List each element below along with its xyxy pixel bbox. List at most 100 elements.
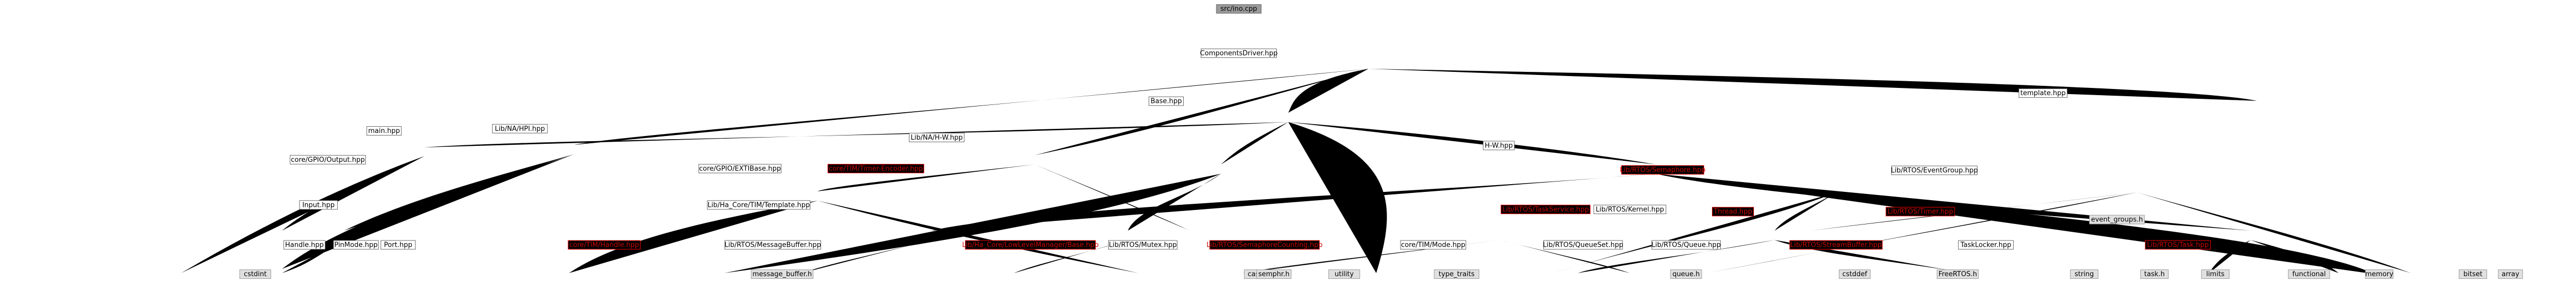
graph-node-taskh[interactable]: task.h: [2140, 269, 2169, 279]
node-box: [1328, 269, 1360, 279]
graph-node-utility[interactable]: utility: [1328, 269, 1360, 279]
graph-node-libtimerhpp[interactable]: Lib/RTOS/Timer.hpp: [1885, 207, 1955, 217]
edge: [282, 156, 424, 231]
node-label: Lib/RTOS/Kernel.hpp: [1596, 206, 1664, 214]
graph-node-msgbufferh[interactable]: message_buffer.h: [751, 269, 814, 279]
node-box: [2145, 240, 2211, 250]
graph-node-eventgroupsh[interactable]: event_groups.h: [2089, 215, 2145, 224]
graph-node-basehpp[interactable]: Base.hpp: [1149, 96, 1184, 106]
node-label: core/TIM/Mode.hpp: [1401, 242, 1465, 249]
edge: [424, 122, 1288, 147]
node-box: [1400, 240, 1466, 250]
graph-node-porthpp[interactable]: Port.hpp: [380, 240, 416, 250]
graph-node-freertosh[interactable]: FreeRTOS.h: [1937, 269, 1979, 279]
node-label: string: [2075, 270, 2094, 278]
graph-node-tasklocker[interactable]: TaskLocker.hpp: [1958, 240, 2014, 250]
graph-node-libkernel[interactable]: Lib/RTOS/Kernel.hpp: [1594, 204, 1666, 214]
node-label: Lib/NA/HPI.hpp: [495, 125, 545, 133]
graph-node-coretimer[interactable]: core/TIM/Timer-Encoder.hpp: [827, 164, 925, 173]
node-label: utility: [1335, 270, 1354, 278]
graph-node-array[interactable]: array: [2498, 269, 2523, 279]
edge: [1578, 240, 1775, 273]
graph-node-libeventgroup[interactable]: Lib/RTOS/EventGroup.hpp: [1891, 165, 1978, 175]
graph-node-hwhpp[interactable]: H-W.hpp: [1483, 141, 1515, 150]
graph-node-typetraits[interactable]: type_traits: [1434, 269, 1480, 279]
node-box: [2018, 88, 2067, 98]
node-box: [492, 124, 548, 133]
graph-node-queueh[interactable]: queue.h: [1670, 269, 1702, 279]
node-label: core/GPIO/Output.hpp: [291, 156, 365, 164]
node-label: task.h: [2144, 270, 2165, 278]
node-label: event_groups.h: [2091, 216, 2143, 224]
edge: [1128, 174, 1221, 231]
node-box: [2089, 215, 2145, 224]
node-box: [1885, 207, 1955, 217]
node-box: [1651, 240, 1721, 250]
node-label: template.hpp: [2020, 89, 2066, 97]
graph-node-cstdint[interactable]: cstdint: [239, 269, 271, 279]
node-box: [366, 126, 402, 136]
graph-node-cdriver[interactable]: ComponentsDriver.hpp: [1200, 48, 1277, 58]
graph-node-bitset[interactable]: bitset: [2459, 269, 2488, 279]
node-box: [827, 164, 925, 173]
edge: [1707, 192, 2137, 273]
edge: [1288, 122, 1656, 164]
node-box: [1891, 165, 1978, 175]
graph-node-inputhpp[interactable]: Input.hpp: [299, 200, 338, 210]
graph-node-libtaskservice[interactable]: Lib/RTOS/TaskService.hpp: [1500, 204, 1591, 214]
graph-node-libtask[interactable]: Lib/RTOS/Task.hpp: [2145, 240, 2211, 250]
graph-node-functional[interactable]: functional: [2288, 269, 2330, 279]
graph-node-coretimhandle[interactable]: core/TIM/Handle.hpp: [568, 240, 641, 250]
node-box: [239, 269, 271, 279]
edge: [1811, 192, 2137, 231]
graph-node-threadhpp[interactable]: Thread.hpp: [1712, 207, 1754, 217]
graph-node-libnahpp[interactable]: Lib/NA/HPI.hpp: [492, 124, 548, 133]
edge: [724, 174, 1221, 273]
node-label: Lib/Ha_Core/LowLevelManager/Base.hpp: [962, 242, 1099, 249]
graph-node-cstddef[interactable]: cstddef: [1839, 269, 1871, 279]
graph-node-handlehpp[interactable]: Handle.hpp: [283, 240, 325, 250]
graph-node-string[interactable]: string: [2070, 269, 2098, 279]
node-box: [2498, 269, 2523, 279]
graph-edges: [181, 69, 2411, 274]
edge: [1656, 174, 2251, 231]
graph-node-libmutex[interactable]: Lib/RTOS/Mutex.hpp: [1108, 240, 1178, 250]
graph-node-libsemcounting[interactable]: Lib/RTOS/SemaphoreCounting.hpp: [1207, 240, 1322, 250]
graph-node-mainhpp[interactable]: main.hpp: [366, 126, 402, 136]
edge: [1221, 122, 1288, 164]
graph-node-pinmodehpp[interactable]: PinMode.hpp: [333, 240, 379, 250]
graph-node-memory[interactable]: memory: [2365, 269, 2394, 279]
graph-node-libqueue[interactable]: Lib/RTOS/Queue.hpp: [1651, 240, 1721, 250]
node-box: [1483, 141, 1515, 150]
edge: [1500, 240, 1630, 273]
node-box: [2459, 269, 2488, 279]
graph-node-libstreambuffer[interactable]: Lib/RTOS/StreamBuffer.hpp: [1789, 240, 1883, 250]
node-label: Input.hpp: [302, 201, 335, 209]
graph-node-semphrh[interactable]: semphr.h: [1256, 269, 1292, 279]
edge: [569, 201, 817, 273]
graph-node-templatehpp[interactable]: template.hpp: [2018, 88, 2067, 98]
graph-node-root[interactable]: src/ino.cpp: [1216, 4, 1262, 14]
node-box: [1500, 204, 1591, 214]
graph-node-coretimmode[interactable]: core/TIM/Mode.hpp: [1400, 240, 1466, 250]
graph-node-libnapp[interactable]: Lib/NA/H-W.hpp: [909, 132, 965, 142]
node-box: [1839, 269, 1871, 279]
node-label: FreeRTOS.h: [1939, 270, 1977, 278]
graph-node-libmsgbuffer[interactable]: Lib/RTOS/MessageBuffer.hpp: [724, 240, 822, 250]
node-label: Lib/RTOS/Semaphore.hpp: [1620, 167, 1706, 174]
graph-node-libhacore[interactable]: Lib/Ha_Core/LowLevelManager/Base.hpp: [962, 240, 1099, 250]
graph-node-coregpio[interactable]: core/GPIO/EXTIBase.hpp: [698, 164, 782, 173]
node-box: [1108, 240, 1178, 250]
graph-node-libqueueset[interactable]: Lib/RTOS/QueueSet.hpp: [1543, 240, 1623, 250]
graph-node-coreutil[interactable]: core/GPIO/Output.hpp: [290, 155, 366, 164]
edge: [1288, 69, 1368, 113]
node-box: [1789, 240, 1883, 250]
graph-node-libtimtemplate[interactable]: Lib/Ha_Core/TIM/Template.hpp: [707, 200, 811, 210]
node-box: [1621, 165, 1704, 175]
node-box: [1256, 269, 1292, 279]
node-box: [283, 240, 325, 250]
graph-node-limits[interactable]: limits: [2201, 269, 2230, 279]
node-box: [333, 240, 379, 250]
graph-node-libsemaphore[interactable]: Lib/RTOS/Semaphore.hpp: [1620, 165, 1706, 175]
